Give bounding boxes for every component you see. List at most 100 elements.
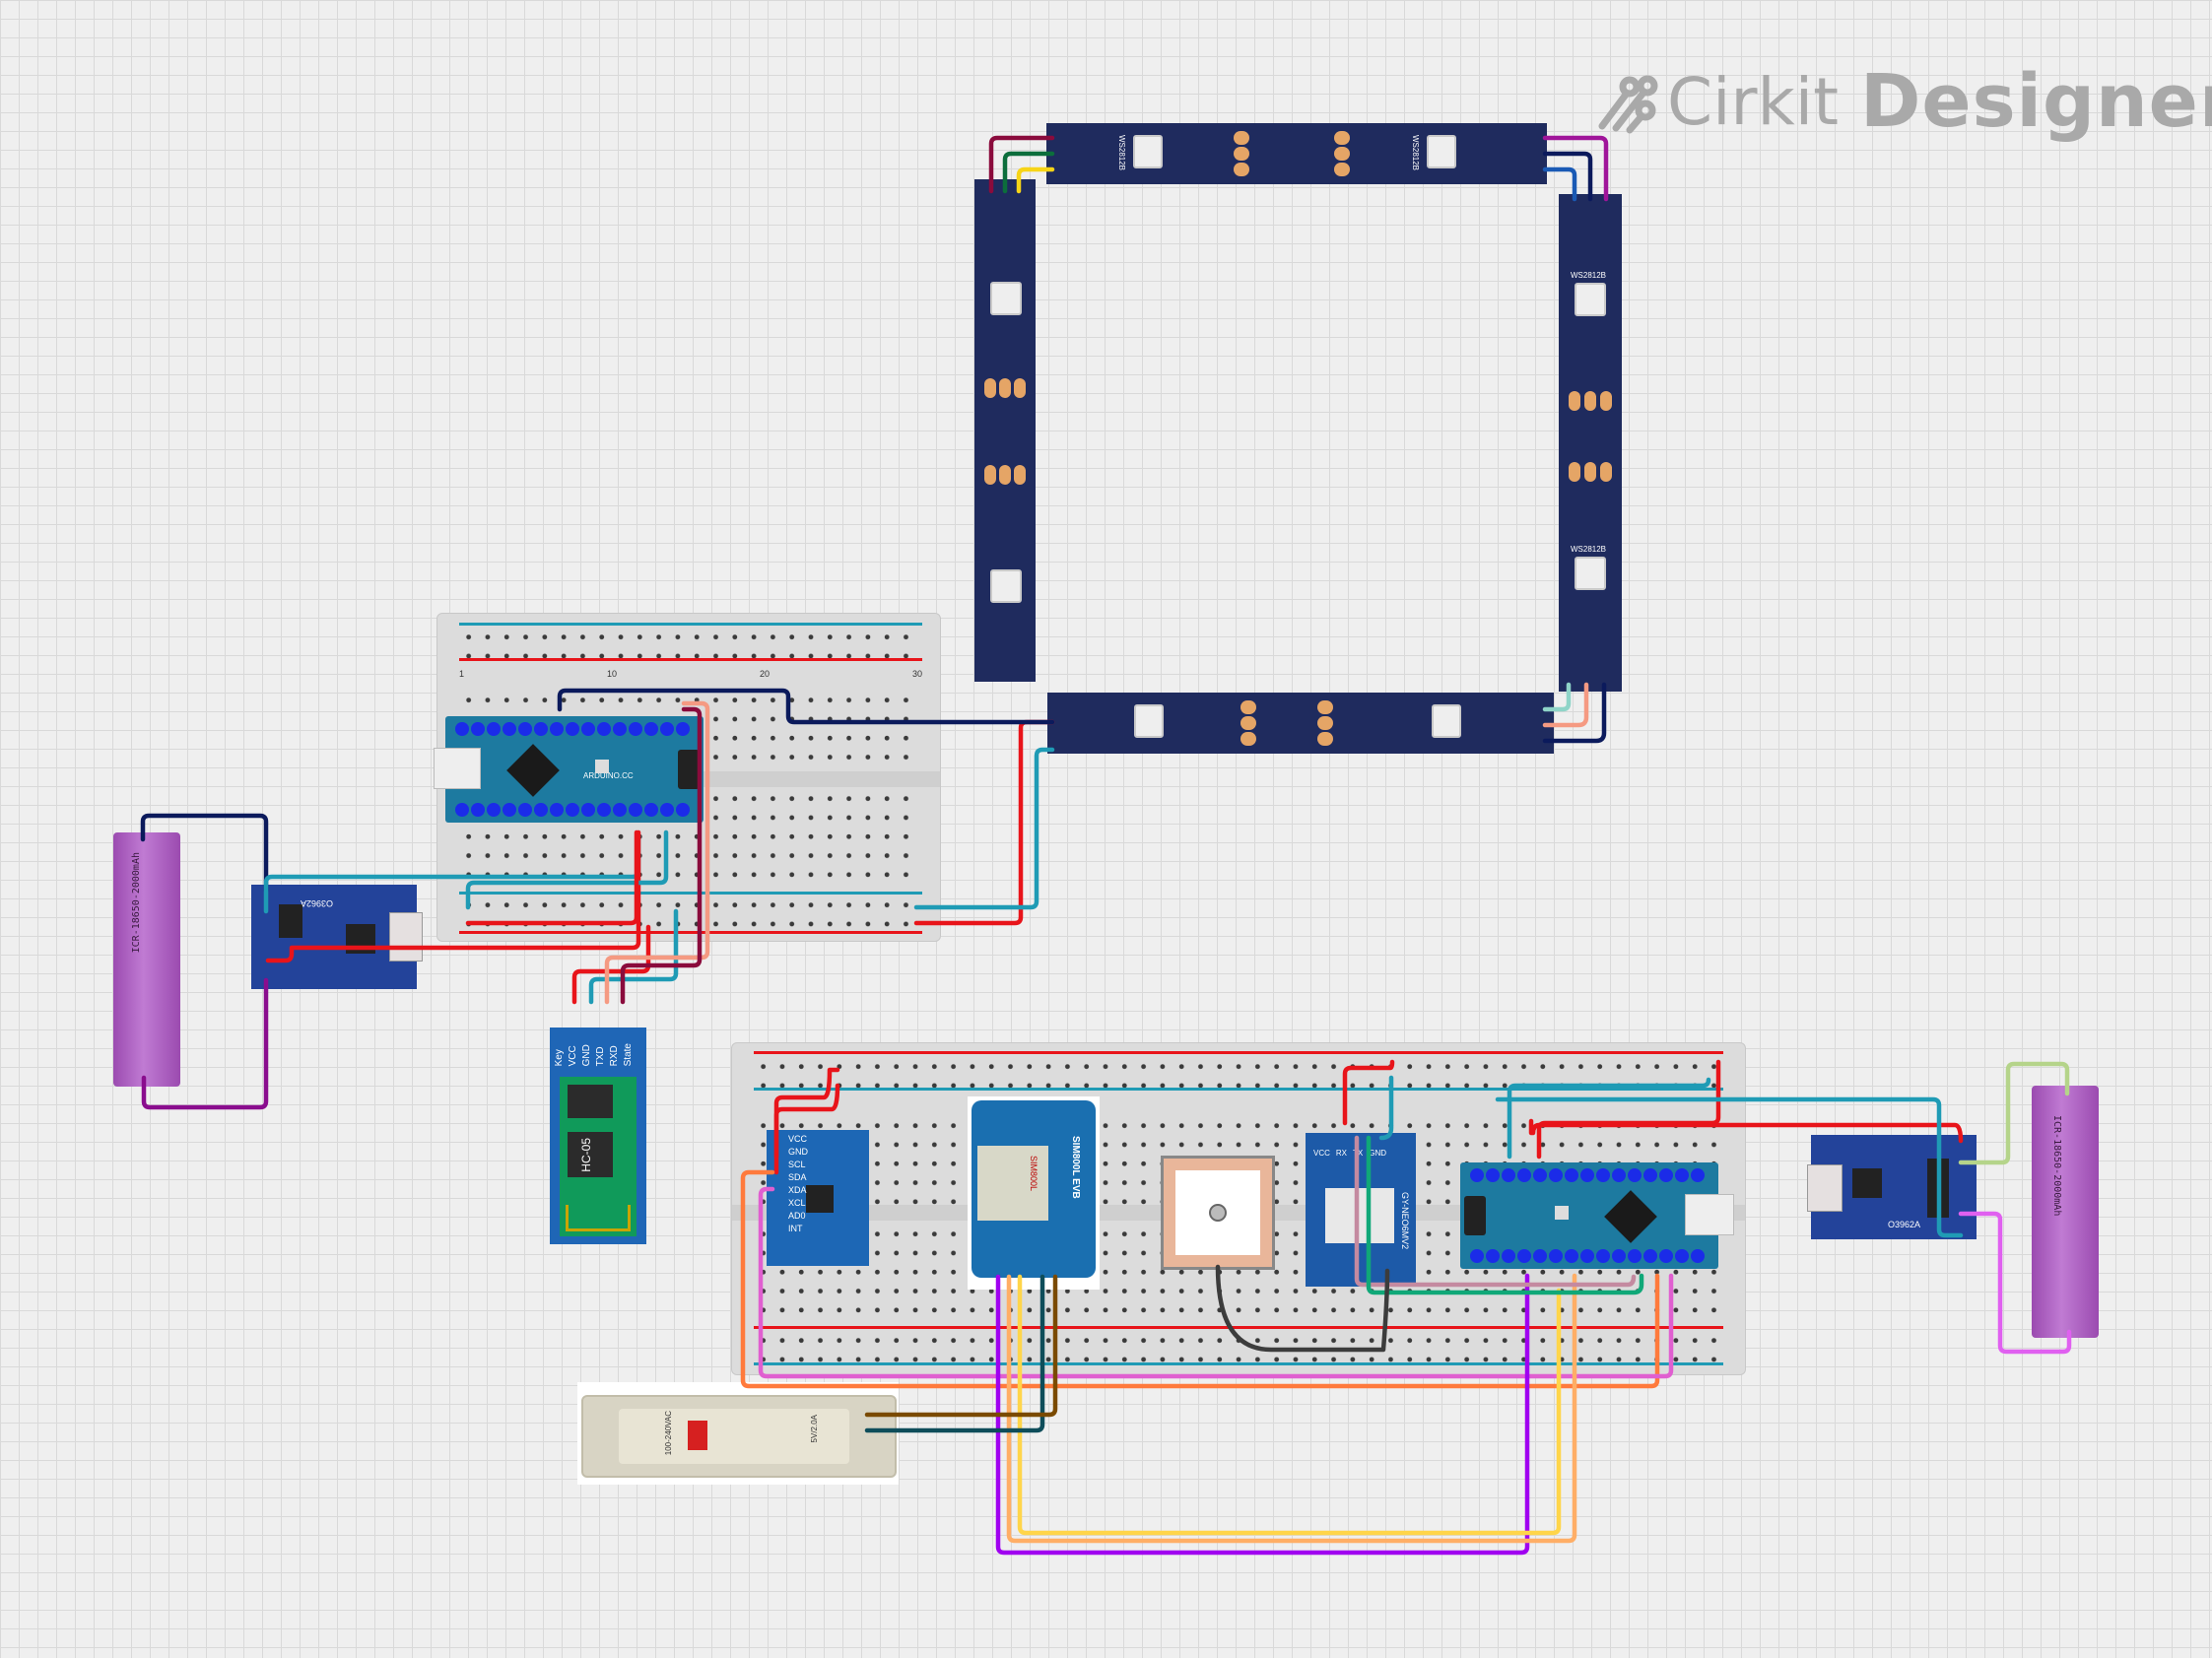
pin[interactable] xyxy=(660,803,674,817)
pin[interactable] xyxy=(1533,1168,1547,1182)
wire-gps-vcc[interactable] xyxy=(1342,1059,1395,1126)
gps-neo6m-module[interactable]: GY-NEO6MV2 VCC RX TX GND xyxy=(1306,1133,1416,1287)
wire-strip-r-data[interactable] xyxy=(1542,151,1593,202)
pin[interactable] xyxy=(455,803,469,817)
pin[interactable] xyxy=(487,722,501,736)
wire-hc05-vcc[interactable] xyxy=(571,924,651,1005)
pin[interactable] xyxy=(1596,1249,1610,1263)
pin[interactable] xyxy=(629,722,642,736)
ws2812b-led[interactable] xyxy=(1575,557,1606,590)
pin[interactable] xyxy=(550,803,564,817)
pin[interactable] xyxy=(1517,1249,1531,1263)
pin[interactable] xyxy=(1659,1249,1673,1263)
wire-strip-r-5v[interactable] xyxy=(1542,166,1577,202)
wire-hc05-rxd[interactable] xyxy=(620,706,703,1005)
wire-psu-minus[interactable] xyxy=(864,1274,1045,1433)
wire-battery-r-minus[interactable] xyxy=(1958,1211,2072,1355)
pin[interactable] xyxy=(1502,1249,1515,1263)
wire-strip-5v[interactable] xyxy=(1016,166,1055,194)
wire-gps-gnd[interactable] xyxy=(1378,1075,1394,1141)
micro-usb-port[interactable] xyxy=(1807,1164,1843,1212)
wire-battery-r-plus[interactable] xyxy=(1958,1061,2070,1165)
pin[interactable] xyxy=(1691,1168,1705,1182)
pin[interactable] xyxy=(534,722,548,736)
wire-mpu-scl[interactable] xyxy=(740,1169,1660,1389)
pin[interactable] xyxy=(566,803,579,817)
pin[interactable] xyxy=(1486,1168,1500,1182)
wire-led-gnd[interactable] xyxy=(913,747,1055,910)
tp4056-charger-left[interactable]: O3962A xyxy=(251,885,423,989)
pin[interactable] xyxy=(1549,1249,1563,1263)
wire-charger-out-plus[interactable] xyxy=(265,829,641,963)
wire-strip-r-gnd[interactable] xyxy=(1542,135,1609,202)
tp4056-charger-right[interactable]: O3962A xyxy=(1807,1135,1977,1239)
pin[interactable] xyxy=(1675,1168,1689,1182)
reset-button[interactable] xyxy=(1555,1206,1569,1220)
battery-18650-left[interactable]: ICR-18650-2000mAh xyxy=(113,832,180,1087)
wire-mpu-sda[interactable] xyxy=(758,1186,1674,1379)
pin[interactable] xyxy=(471,722,485,736)
wire-led-data[interactable] xyxy=(557,688,1055,725)
pin[interactable] xyxy=(534,803,548,817)
pin[interactable] xyxy=(581,803,595,817)
pin[interactable] xyxy=(644,722,658,736)
wire-sim-orange[interactable] xyxy=(1006,1273,1577,1544)
pin[interactable] xyxy=(1486,1249,1500,1263)
hc05-bluetooth-module[interactable]: HC-05 Key VCC GND TXD RXD State xyxy=(550,1028,646,1244)
ws2812b-led[interactable] xyxy=(1133,135,1163,168)
wire-mpu-vcc[interactable] xyxy=(773,1067,840,1160)
sim800l-evb-module[interactable]: SIM800L SIM800L EVB xyxy=(968,1096,1100,1290)
pin[interactable] xyxy=(1643,1249,1657,1263)
battery-18650-right[interactable]: ICR-18650-2000mAh xyxy=(2032,1086,2099,1338)
pin[interactable] xyxy=(1675,1249,1689,1263)
wire-gps-antenna[interactable] xyxy=(1215,1264,1390,1353)
micro-usb-port[interactable] xyxy=(389,912,423,962)
gps-patch-antenna[interactable] xyxy=(1161,1156,1275,1270)
pin[interactable] xyxy=(455,722,469,736)
meanwell-psu[interactable]: 5V/2.0A 100-240VAC xyxy=(581,1395,897,1478)
pin[interactable] xyxy=(1533,1249,1547,1263)
pin[interactable] xyxy=(1470,1168,1484,1182)
wire-rail-5v[interactable] xyxy=(465,829,639,926)
pin[interactable] xyxy=(1565,1249,1578,1263)
wire-strip-br-5v[interactable] xyxy=(1542,682,1572,712)
pin[interactable] xyxy=(1659,1168,1673,1182)
ws2812b-led[interactable] xyxy=(990,282,1022,315)
wire-strip-br-gnd[interactable] xyxy=(1542,682,1607,744)
wire-psu-plus[interactable] xyxy=(864,1274,1058,1418)
pin[interactable] xyxy=(1628,1168,1642,1182)
wire-hc05-gnd[interactable] xyxy=(588,908,679,1005)
pin[interactable] xyxy=(1691,1249,1705,1263)
ws2812b-led[interactable] xyxy=(1575,283,1606,316)
pin[interactable] xyxy=(566,722,579,736)
wire-sim-yellow[interactable] xyxy=(1017,1274,1562,1536)
pin[interactable] xyxy=(518,722,532,736)
wire-nano2-gnd[interactable] xyxy=(1507,1077,1711,1160)
pin[interactable] xyxy=(503,803,516,817)
pin[interactable] xyxy=(1628,1249,1642,1263)
pin[interactable] xyxy=(1565,1168,1578,1182)
pin[interactable] xyxy=(1517,1168,1531,1182)
power-rail-holes[interactable] xyxy=(459,895,922,933)
pin[interactable] xyxy=(597,722,611,736)
pin[interactable] xyxy=(1612,1168,1626,1182)
wire-battery-plus[interactable] xyxy=(141,977,269,1110)
pin[interactable] xyxy=(613,722,627,736)
pin[interactable] xyxy=(1580,1249,1594,1263)
pin[interactable] xyxy=(550,722,564,736)
pin[interactable] xyxy=(1580,1168,1594,1182)
wire-strip-gnd[interactable] xyxy=(988,135,1055,194)
pin[interactable] xyxy=(503,722,516,736)
pin[interactable] xyxy=(676,722,690,736)
pin[interactable] xyxy=(487,803,501,817)
pin[interactable] xyxy=(676,803,690,817)
arduino-nano-1[interactable]: ARDUINO.CC xyxy=(434,716,704,823)
pin[interactable] xyxy=(613,803,627,817)
wire-sim-purple[interactable] xyxy=(995,1273,1530,1556)
pin[interactable] xyxy=(644,803,658,817)
ws2812b-led[interactable] xyxy=(1432,704,1461,738)
pin[interactable] xyxy=(629,803,642,817)
wire-mpu-gnd[interactable] xyxy=(773,1083,840,1175)
wire-nano2-5v[interactable] xyxy=(1536,1059,1721,1160)
reset-button[interactable] xyxy=(595,760,609,773)
